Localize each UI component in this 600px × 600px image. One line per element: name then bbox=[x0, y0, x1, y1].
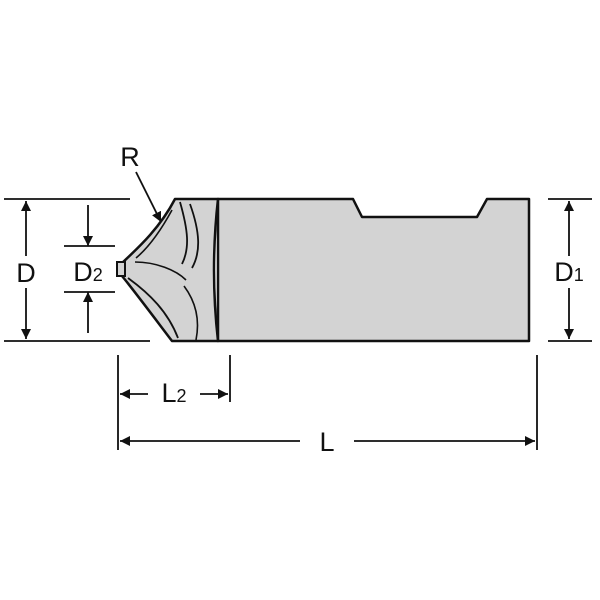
d-label: D bbox=[16, 258, 36, 288]
d2-label: D2 bbox=[73, 257, 103, 287]
flute-line bbox=[183, 285, 199, 341]
flute-line bbox=[134, 261, 187, 281]
flute-line bbox=[135, 209, 173, 259]
r-leader bbox=[135, 171, 162, 223]
d1-label: D1 bbox=[554, 257, 584, 287]
flute-line bbox=[189, 203, 200, 269]
r-label: R bbox=[120, 142, 140, 172]
flute-line bbox=[127, 277, 179, 339]
shank-body bbox=[216, 197, 531, 343]
l2-label: L2 bbox=[161, 378, 186, 408]
l-label: L bbox=[319, 427, 334, 457]
pilot-tip bbox=[116, 261, 126, 277]
flute-line bbox=[179, 201, 188, 265]
